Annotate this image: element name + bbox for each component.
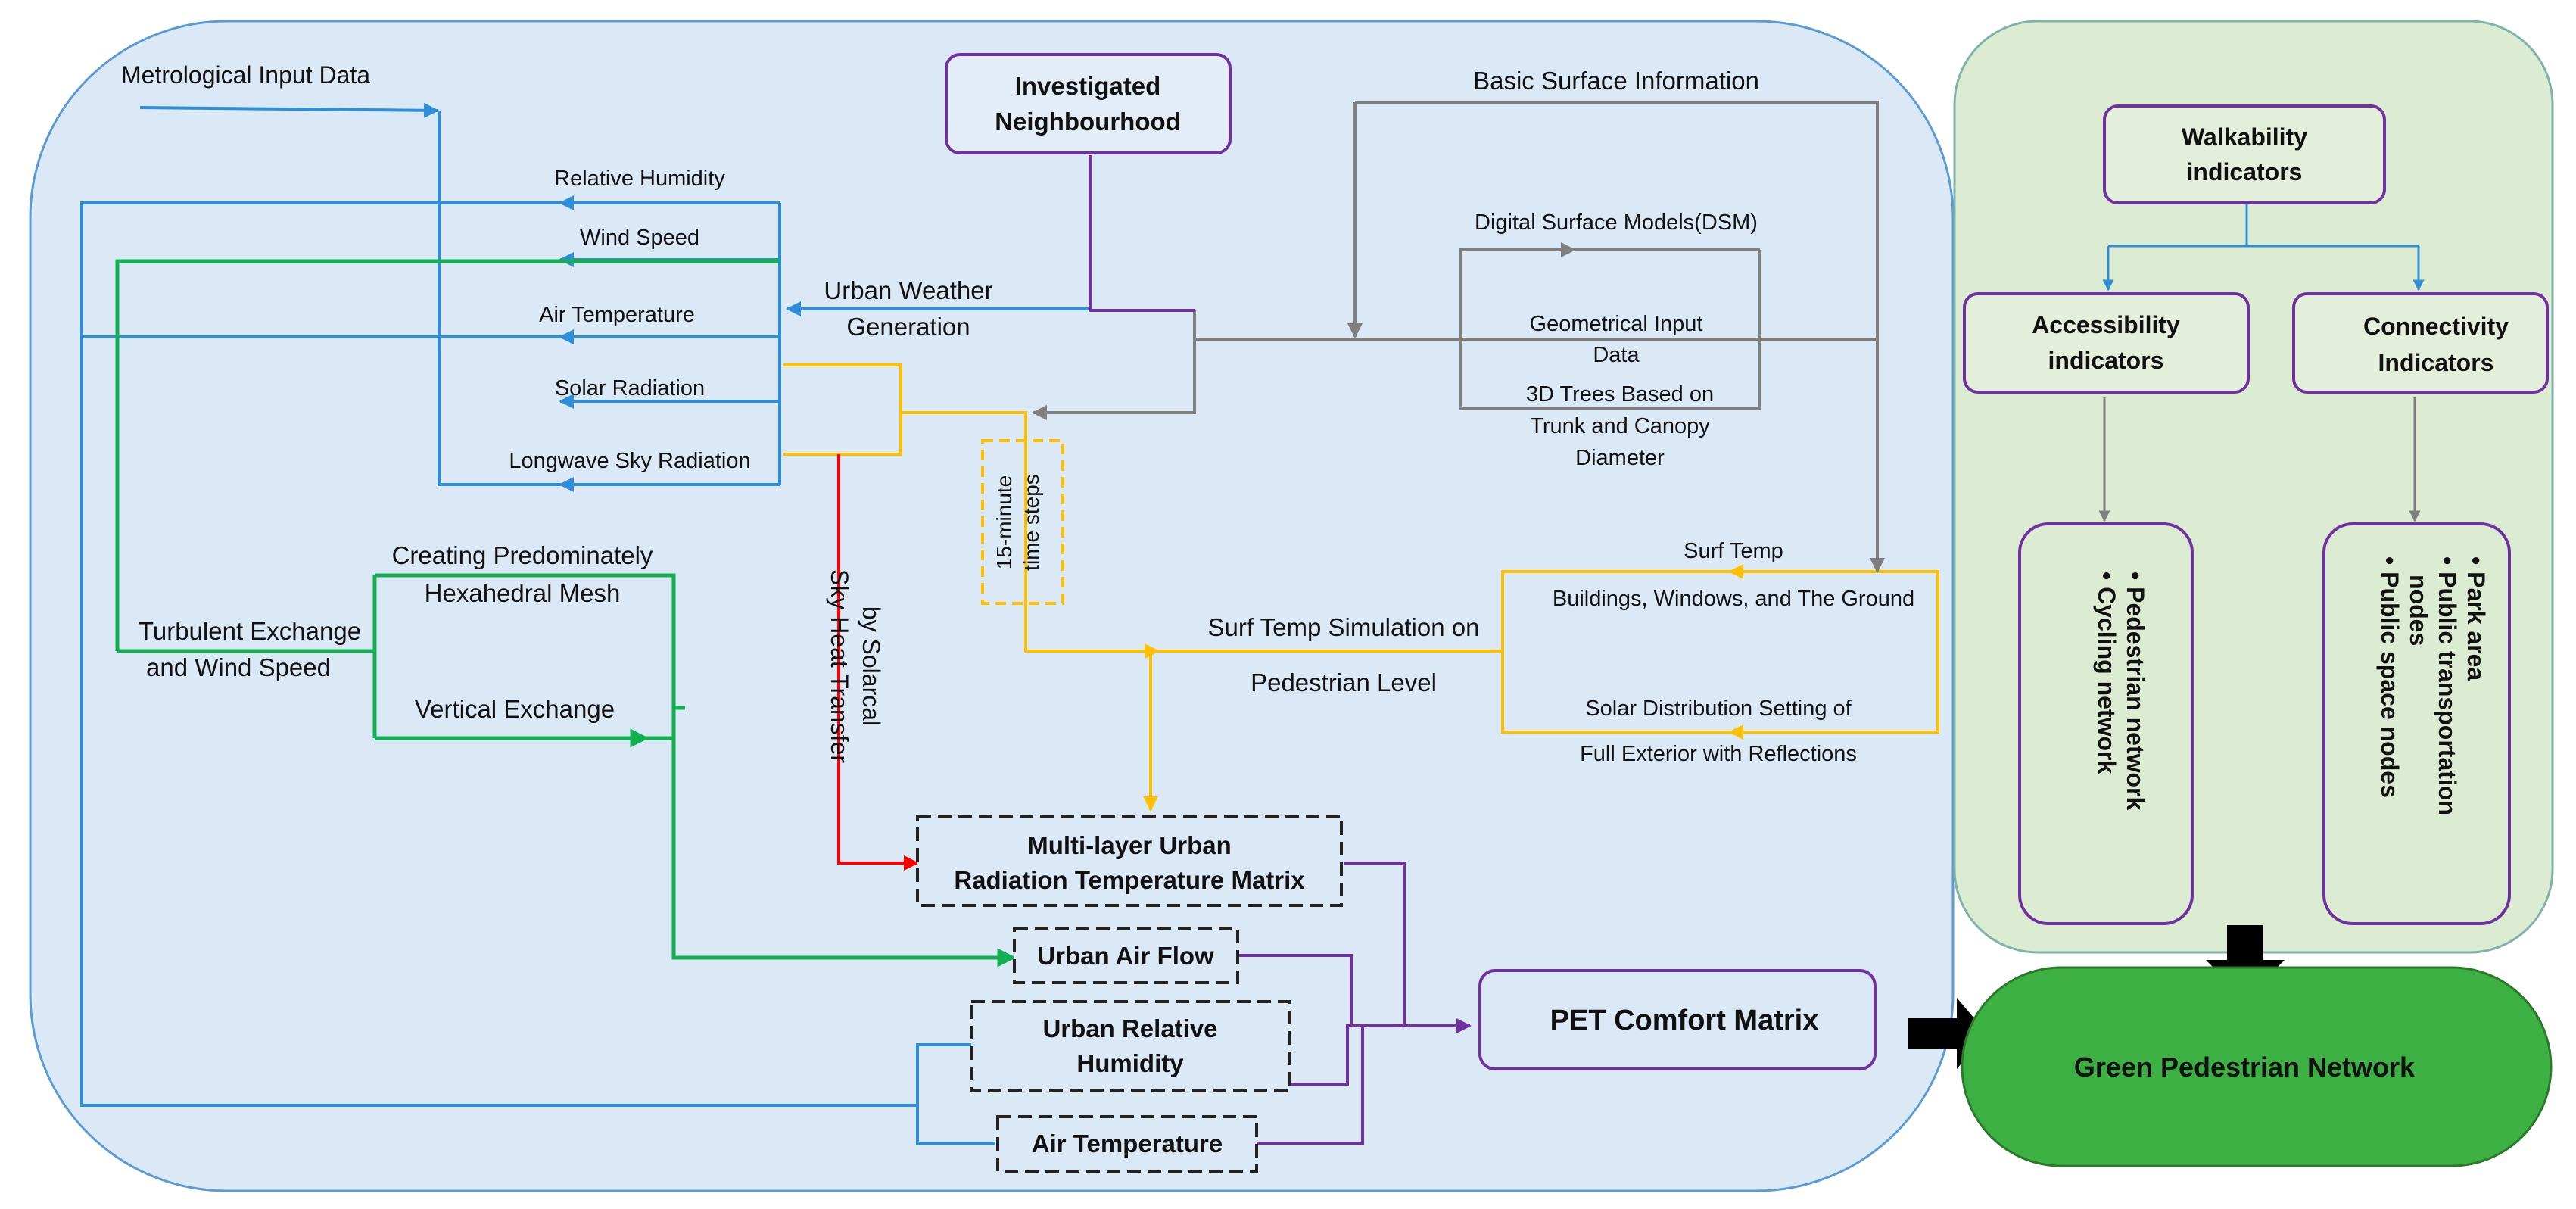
solar-distribution-label: Solar Distribution Setting of: [1585, 696, 1852, 721]
public-space-item: Public space nodes: [2376, 572, 2403, 798]
walkability-gray-connectors: [2098, 397, 2421, 522]
connectivity-items-box: [2322, 522, 2511, 925]
buildings-label: Buildings, Windows, and The Ground: [1553, 587, 1914, 611]
arrow-down-icon: [2206, 925, 2285, 999]
walkability-connectors: [2102, 203, 2425, 291]
trees-label-3: Diameter: [1575, 446, 1665, 470]
air-temp-box: [996, 1115, 1258, 1173]
surf-temp-label: Surf Temp: [1684, 539, 1783, 563]
meteorological-connectors: [80, 102, 1090, 1145]
neighbourhood-label-2: Neighbourhood: [995, 108, 1181, 136]
pet-box: [1478, 969, 1877, 1070]
geom-label-1: Geometrical Input: [1530, 312, 1703, 336]
sky-heat-label-1: Sky Heat Transfer: [826, 569, 853, 763]
uwg-label-1: Urban Weather: [824, 276, 992, 304]
connectivity-box: [2292, 292, 2549, 394]
mesh-connectors: [115, 259, 1017, 968]
neighbourhood-box: [945, 53, 1232, 154]
mrt-label-2: Radiation Temperature Matrix: [954, 866, 1305, 894]
air-flow-box: [1013, 927, 1239, 984]
sky-heat-connector: [837, 454, 919, 871]
longwave-label: Longwave Sky Radiation: [509, 449, 750, 473]
air-flow-label: Urban Air Flow: [1037, 942, 1214, 970]
solar-connectors: [783, 363, 1503, 812]
sky-heat-label-2: by Solarcal: [858, 606, 885, 726]
svg-text:• Public space nodes: • Public space nodes: [2376, 556, 2403, 798]
time-steps-label-2: time steps: [1020, 474, 1043, 571]
rel-humidity-label-1: Urban Relative: [1042, 1014, 1217, 1042]
air-temperature-label: Air Temperature: [539, 303, 695, 327]
rel-humidity-label-2: Humidity: [1076, 1049, 1184, 1077]
svg-text:• Cycling network: • Cycling network: [2093, 572, 2120, 774]
surf-sim-label-1: Surf Temp Simulation on: [1208, 613, 1480, 641]
park-area-item: Park area: [2462, 572, 2490, 681]
svg-text:• Park area: • Park area: [2462, 556, 2490, 681]
accessibility-label-2: indicators: [2048, 347, 2164, 374]
simulation-panel: [29, 20, 1955, 1192]
pet-label: PET Comfort Matrix: [1550, 1005, 1819, 1036]
relative-humidity-label: Relative Humidity: [554, 167, 725, 191]
neighbourhood-label-1: Investigated: [1015, 72, 1161, 100]
pedestrian-network-item: Pedestrian network: [2122, 587, 2149, 810]
accessibility-label-1: Accessibility: [2032, 311, 2180, 338]
connectivity-label-1: Connectivity: [2363, 313, 2509, 340]
turbulent-label-1: Turbulent Exchange: [139, 617, 361, 645]
public-transport-item: Public transportation: [2434, 572, 2461, 815]
surf-sim-label-2: Pedestrian Level: [1251, 668, 1437, 696]
walkability-label-2: indicators: [2187, 158, 2303, 185]
mesh-label-2: Hexahedral Mesh: [425, 579, 621, 607]
exterior-label: Full Exterior with Reflections: [1580, 742, 1857, 766]
mrt-box: [916, 815, 1343, 907]
walkability-box: [2103, 104, 2386, 204]
solar-radiation-label: Solar Radiation: [555, 376, 705, 400]
accessibility-box: [1963, 292, 2250, 394]
neighbourhood-connectors: [1089, 155, 1472, 1145]
green-network-box: [1961, 966, 2553, 1167]
accessibility-items-box: [2018, 522, 2194, 925]
turbulent-label-2: and Wind Speed: [146, 653, 331, 681]
svg-text:• Pedestrian network: • Pedestrian network: [2122, 572, 2149, 811]
accessibility-list: • Pedestrian network • Cycling network: [2093, 572, 2149, 811]
mrt-label-1: Multi-layer Urban: [1027, 831, 1232, 859]
connectivity-list: • Park area • Public transportation node…: [2376, 556, 2490, 815]
surf-temp-connectors: [1501, 564, 1939, 740]
basic-surface-label: Basic Surface Information: [1473, 67, 1759, 95]
cycling-network-item: Cycling network: [2093, 587, 2120, 774]
dsm-label: Digital Surface Models(DSM): [1475, 210, 1758, 235]
walkability-label-1: Walkability: [2182, 123, 2307, 151]
trees-label-2: Trunk and Canopy: [1530, 414, 1710, 438]
rel-humidity-box: [970, 1000, 1291, 1092]
time-steps-box: [981, 439, 1064, 605]
uwg-label-2: Generation: [846, 313, 970, 341]
surface-connectors: [1032, 101, 1885, 573]
trees-label-1: 3D Trees Based on: [1526, 382, 1714, 407]
air-temp-output-label: Air Temperature: [1032, 1130, 1223, 1158]
met-input-label: Metrological Input Data: [121, 61, 370, 89]
mesh-label-1: Creating Predominately: [392, 541, 653, 569]
vertical-exchange-label: Vertical Exchange: [415, 695, 615, 723]
time-steps-label-1: 15-minute: [992, 475, 1016, 570]
connectivity-label-2: Indicators: [2378, 349, 2494, 376]
svg-text:• Public transportation: • Public transportation: [2434, 556, 2461, 815]
green-network-label: Green Pedestrian Network: [2074, 1052, 2416, 1083]
geom-label-2: Data: [1593, 343, 1640, 367]
wind-speed-label: Wind Speed: [580, 226, 699, 250]
public-transport-nodes-item: nodes: [2405, 575, 2432, 646]
